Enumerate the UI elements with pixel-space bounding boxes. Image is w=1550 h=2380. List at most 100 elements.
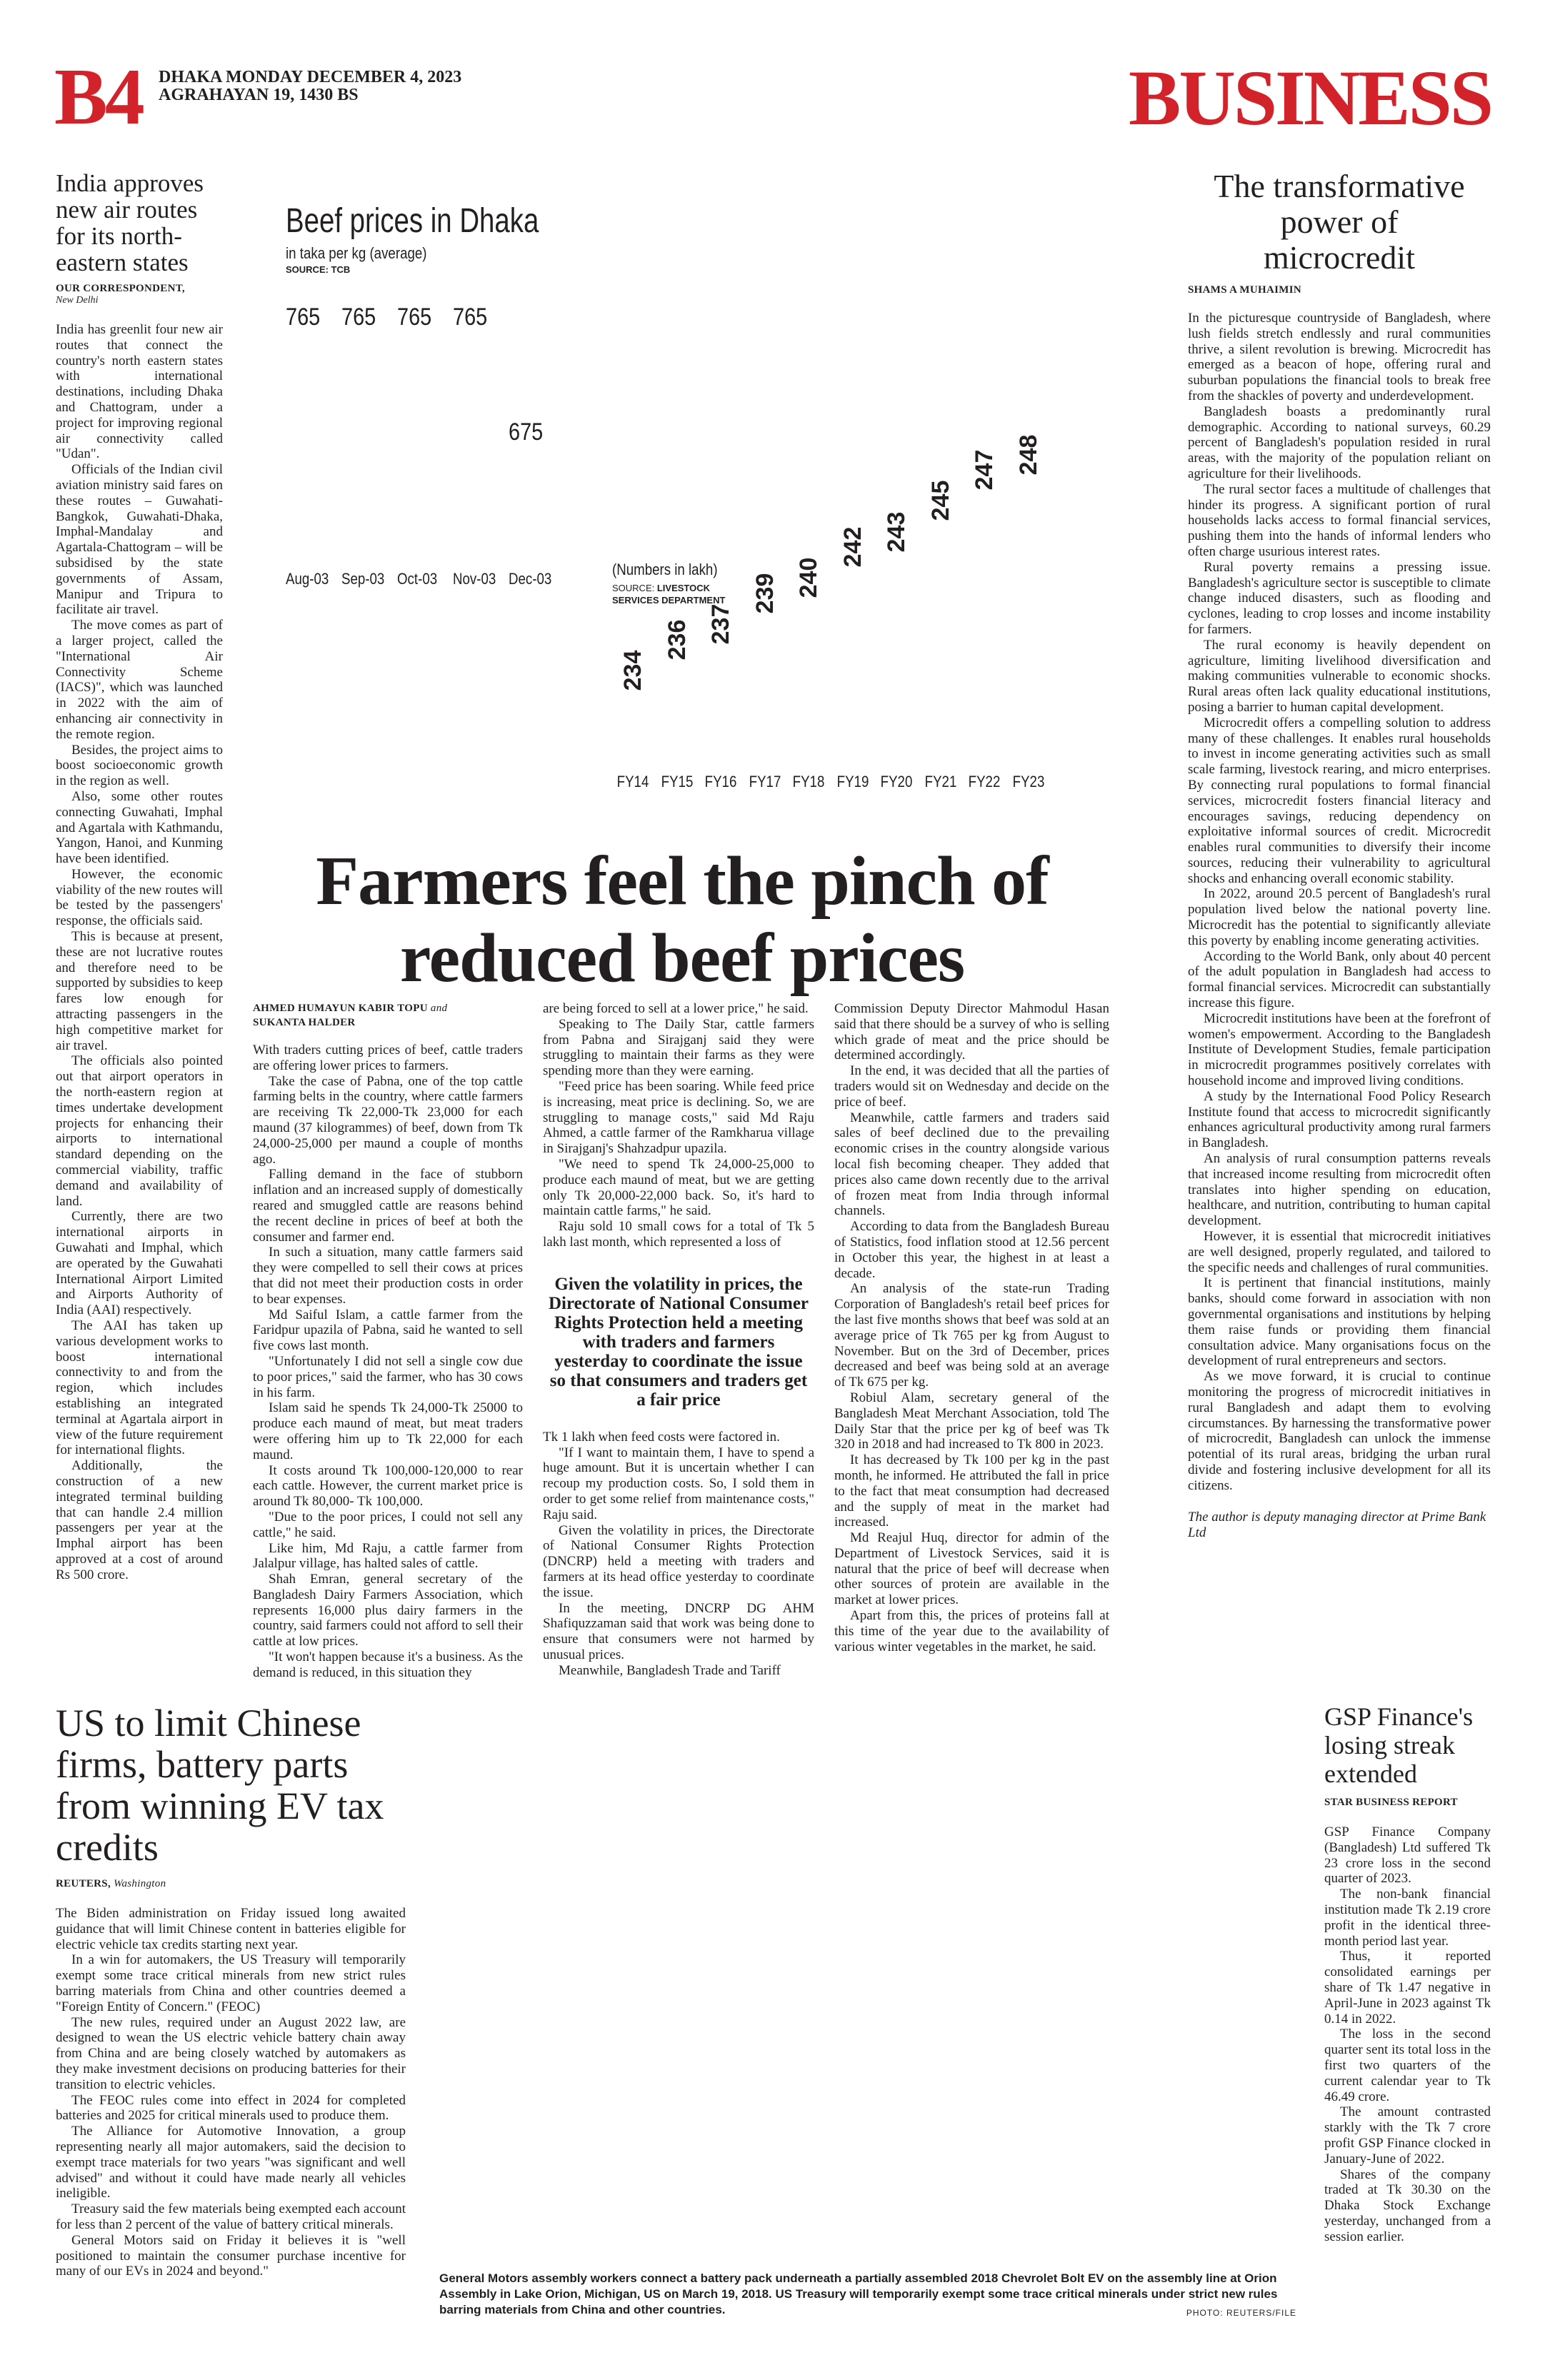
paragraph: It is pertinent that financial instituti… xyxy=(1188,1275,1491,1369)
paragraph: The FEOC rules come into effect in 2024 … xyxy=(56,2092,406,2124)
paragraph: Md Saiful Islam, a cattle farmer from th… xyxy=(253,1307,523,1354)
byline: AHMED HUMAYUN KABIR TOPU and SUKANTA HAL… xyxy=(253,1001,523,1030)
byline-and: and xyxy=(430,1003,448,1014)
headline-line-1: Farmers feel the pinch of xyxy=(316,843,1049,920)
beef-chart: Beef prices in Dhaka in taka per kg (ave… xyxy=(286,200,1071,800)
paragraph: Rural poverty remains a pressing issue. … xyxy=(1188,559,1491,637)
paragraph: The Biden administration on Friday issue… xyxy=(56,1906,406,1952)
byline: REUTERS, Washington xyxy=(56,1878,406,1890)
x-tick-label: Oct-03 xyxy=(397,570,438,588)
source-name: LIVESTOCK SERVICES DEPARTMENT xyxy=(612,583,726,606)
x-tick-label: FY14 xyxy=(616,773,649,790)
x-tick-label: FY15 xyxy=(661,773,693,790)
chart-subtitle: in taka per kg (average) xyxy=(286,244,427,262)
paragraph: This is because at present, these are no… xyxy=(56,929,223,1053)
page-number: B4 xyxy=(54,53,145,141)
value-label: 240 xyxy=(795,558,822,598)
value-label: 243 xyxy=(883,511,910,552)
paragraph: Officials of the Indian civil aviation m… xyxy=(56,462,223,618)
article-body: are being forced to sell at a lower pric… xyxy=(543,1001,814,1250)
paragraph: Commission Deputy Director Mahmodul Hasa… xyxy=(834,1001,1109,1063)
ev-article: US to limit Chinese firms, battery parts… xyxy=(56,1702,406,2279)
lead-col-1: AHMED HUMAYUN KABIR TOPU and SUKANTA HAL… xyxy=(253,1001,523,1681)
dateline-place: New Delhi xyxy=(56,295,99,306)
paragraph: In the end, it was decided that all the … xyxy=(834,1063,1109,1110)
date-line: DHAKA MONDAY DECEMBER 4, 2023 AGRAHAYAN … xyxy=(159,69,461,104)
headline: GSP Finance's losing streak extended xyxy=(1324,1702,1474,1788)
dateline: DHAKA MONDAY DECEMBER 4, 2023 xyxy=(159,68,462,86)
photo-placeholder xyxy=(439,1714,1296,2256)
paragraph: The AAI has taken up various development… xyxy=(56,1318,223,1458)
photo-credit: PHOTO: REUTERS/FILE xyxy=(1186,2308,1296,2318)
article-body: Tk 1 lakh when feed costs were factored … xyxy=(543,1430,814,1679)
author-2: SUKANTA HALDER xyxy=(253,1017,356,1028)
paragraph: The non-bank financial institution made … xyxy=(1324,1887,1491,1949)
paragraph: Falling demand in the face of stubborn i… xyxy=(253,1167,523,1245)
value-label: 237 xyxy=(707,603,734,645)
paragraph: It has decreased by Tk 100 per kg in the… xyxy=(834,1452,1109,1530)
paragraph: Meanwhile, cattle farmers and traders sa… xyxy=(834,1110,1109,1219)
value-label: 236 xyxy=(663,619,691,661)
paragraph: The Alliance for Automotive Innovation, … xyxy=(56,2124,406,2201)
paragraph: As we move forward, it is crucial to con… xyxy=(1188,1369,1491,1493)
value-label: 765 xyxy=(341,303,376,331)
paragraph: Shah Emran, general secretary of the Ban… xyxy=(253,1572,523,1650)
byline-source: REUTERS, xyxy=(56,1878,111,1889)
paragraph: Additionally, the construction of a new … xyxy=(56,1458,223,1582)
paragraph: "Due to the poor prices, I could not sel… xyxy=(253,1509,523,1540)
x-tick-label: FY22 xyxy=(968,773,1001,790)
value-label: 245 xyxy=(926,481,954,521)
headline: The transformative power of microcredit xyxy=(1214,168,1465,276)
x-tick-label: Sep-03 xyxy=(341,570,385,588)
paragraph: With traders cutting prices of beef, cat… xyxy=(253,1043,523,1073)
x-tick-label: FY16 xyxy=(704,773,737,790)
paragraph: Like him, Md Raju, a cattle farmer from … xyxy=(253,1540,523,1572)
paragraph: "Feed price has been soaring. While feed… xyxy=(543,1078,814,1157)
section-title: BUSINESS xyxy=(1129,54,1494,141)
paragraph: The loss in the second quarter sent its … xyxy=(1324,2027,1491,2104)
paragraph: An analysis of rural consumption pattern… xyxy=(1188,1151,1491,1229)
article-body: GSP Finance Company (Bangladesh) Ltd suf… xyxy=(1324,1824,1491,2245)
paragraph: Bangladesh boasts a predominantly rural … xyxy=(1188,403,1491,481)
paragraph: India has greenlit four new air routes t… xyxy=(56,322,223,462)
paragraph: GSP Finance Company (Bangladesh) Ltd suf… xyxy=(1324,1824,1491,1887)
paragraph: In a win for automakers, the US Treasury… xyxy=(56,1952,406,2014)
lead-headline: Farmers feel the pinch of reduced beef p… xyxy=(243,843,1121,997)
paragraph: Microcredit offers a compelling solution… xyxy=(1188,715,1491,886)
paragraph: Given the volatility in prices, the Dire… xyxy=(543,1522,814,1600)
x-tick-label: Dec-03 xyxy=(509,570,552,588)
paragraph: In such a situation, many cattle farmers… xyxy=(253,1245,523,1307)
paragraph: An analysis of the state-run Trading Cor… xyxy=(834,1281,1109,1390)
value-label: 765 xyxy=(397,303,432,331)
headline: US to limit Chinese firms, battery parts… xyxy=(56,1702,384,1869)
article-body: Commission Deputy Director Mahmodul Hasa… xyxy=(834,1001,1109,1655)
article-body: With traders cutting prices of beef, cat… xyxy=(253,1043,523,1681)
chart-title: Beef prices in Dhaka xyxy=(286,202,539,240)
paragraph: However, it is essential that microcredi… xyxy=(1188,1229,1491,1275)
chart-source: SOURCE: TCB xyxy=(286,264,351,275)
paragraph: General Motors said on Friday it believe… xyxy=(56,2232,406,2279)
paragraph: Thus, it reported consolidated earnings … xyxy=(1324,1949,1491,2027)
paragraph: Speaking to The Daily Star, cattle farme… xyxy=(543,1016,814,1079)
paragraph: Islam said he spends Tk 24,000-Tk 25000 … xyxy=(253,1400,523,1462)
source-prefix: SOURCE: xyxy=(612,583,657,593)
paragraph: Currently, there are two international a… xyxy=(56,1209,223,1318)
paragraph: Treasury said the few materials being ex… xyxy=(56,2201,406,2232)
paragraph: The amount contrasted starkly with the T… xyxy=(1324,2104,1491,2166)
article-body: In the picturesque countryside of Bangla… xyxy=(1188,311,1491,1494)
paragraph: "If I want to maintain them, I have to s… xyxy=(543,1445,814,1522)
paragraph: According to data from the Bangladesh Bu… xyxy=(834,1219,1109,1281)
paragraph: The rural sector faces a multitude of ch… xyxy=(1188,481,1491,559)
paragraph: The rural economy is heavily dependent o… xyxy=(1188,637,1491,715)
caption-text: General Motors assembly workers connect … xyxy=(439,2271,1278,2316)
paragraph: According to the World Bank, only about … xyxy=(1188,948,1491,1011)
paragraph: Raju sold 10 small cows for a total of T… xyxy=(543,1219,814,1250)
dateline-place: Washington xyxy=(114,1878,166,1889)
paragraph: Shares of the company traded at Tk 30.30… xyxy=(1324,2166,1491,2244)
pull-quote: Given the volatility in prices, the Dire… xyxy=(548,1274,809,1410)
value-label: 248 xyxy=(1014,434,1042,475)
value-label: 765 xyxy=(286,303,321,331)
lead-col-2: are being forced to sell at a lower pric… xyxy=(543,1001,814,1679)
paragraph: In 2022, around 20.5 percent of Banglade… xyxy=(1188,886,1491,948)
gsp-article: GSP Finance's losing streak extended STA… xyxy=(1324,1702,1491,2245)
